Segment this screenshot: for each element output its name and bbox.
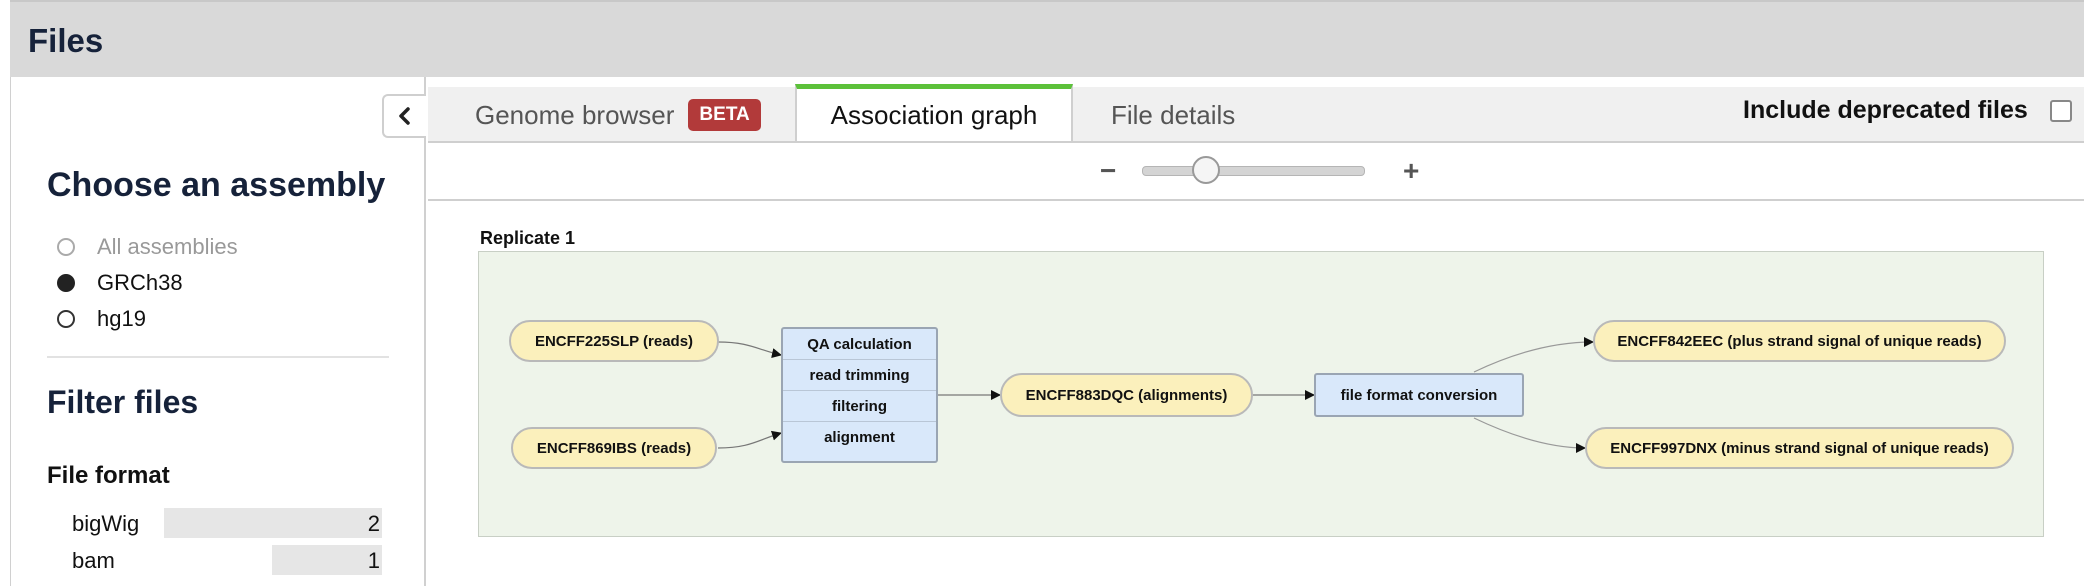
radio-icon[interactable] (57, 310, 75, 328)
replicate-label: Replicate 1 (480, 228, 576, 248)
chevron-left-icon (399, 107, 410, 125)
step-node-file-format-conversion[interactable]: file format conversion (1314, 373, 1524, 417)
filter-heading: Filter files (47, 384, 199, 420)
file-node-reads[interactable]: ENCFF869IBS (reads) (511, 427, 717, 469)
tab-association-graph[interactable]: Association graph (795, 84, 1073, 141)
include-deprecated-checkbox[interactable] (2050, 100, 2072, 122)
assembly-option-all[interactable]: All assemblies (57, 234, 238, 260)
assembly-heading: Choose an assembly (47, 166, 386, 204)
file-node-reads[interactable]: ENCFF225SLP (reads) (509, 320, 719, 362)
step-label: read trimming (783, 360, 936, 391)
tab-label: Association graph (830, 99, 1038, 130)
assembly-option-grch38[interactable]: GRCh38 (57, 270, 183, 296)
format-count: 2 (367, 511, 380, 536)
beta-badge: BETA (688, 99, 761, 131)
panel-title: Files (28, 22, 104, 59)
file-node-alignments[interactable]: ENCFF883DQC (alignments) (1000, 373, 1253, 417)
tab-bar: Genome browser BETA Association graph Fi… (428, 84, 2084, 143)
file-node-minus-signal[interactable]: ENCFF997DNX (minus strand signal of uniq… (1585, 427, 2014, 469)
format-filter-bam[interactable]: bam 1 (72, 545, 382, 575)
zoom-in-button[interactable]: + (1403, 155, 1420, 186)
sidebar (10, 77, 426, 586)
step-label: QA calculation (783, 329, 936, 360)
format-label: bam (72, 548, 115, 573)
file-node-plus-signal[interactable]: ENCFF842EEC (plus strand signal of uniqu… (1593, 320, 2006, 362)
format-filter-bigwig[interactable]: bigWig 2 (72, 508, 382, 538)
tab-genome-browser[interactable]: Genome browser BETA (475, 87, 761, 143)
assembly-option-label: GRCh38 (97, 270, 183, 295)
format-count-bar (272, 545, 382, 575)
format-label: bigWig (72, 511, 140, 536)
assembly-option-hg19[interactable]: hg19 (57, 306, 146, 332)
collapse-sidebar-button[interactable] (382, 94, 426, 138)
zoom-slider-thumb[interactable] (1192, 156, 1220, 184)
association-graph-canvas (478, 251, 2044, 537)
zoom-out-button[interactable]: − (1100, 155, 1117, 186)
format-count: 1 (367, 548, 380, 573)
tab-file-details[interactable]: File details (1111, 87, 1235, 143)
zoom-slider-track[interactable] (1142, 166, 1365, 176)
step-node-processing[interactable]: QA calculation read trimming filtering a… (781, 327, 938, 463)
tab-label: Genome browser (475, 99, 675, 130)
format-count-bar (164, 508, 382, 538)
step-label: alignment (824, 428, 895, 446)
tab-label: File details (1111, 99, 1236, 130)
include-deprecated-label: Include deprecated files (1743, 96, 2028, 124)
step-label: filtering (783, 391, 936, 422)
file-format-heading: File format (47, 462, 170, 489)
sidebar-divider (47, 356, 389, 358)
radio-icon[interactable] (57, 238, 75, 256)
assembly-option-label: All assemblies (97, 234, 238, 259)
radio-selected-icon[interactable] (57, 274, 75, 292)
assembly-option-label: hg19 (97, 306, 146, 331)
panel-header: Files (10, 0, 2084, 77)
